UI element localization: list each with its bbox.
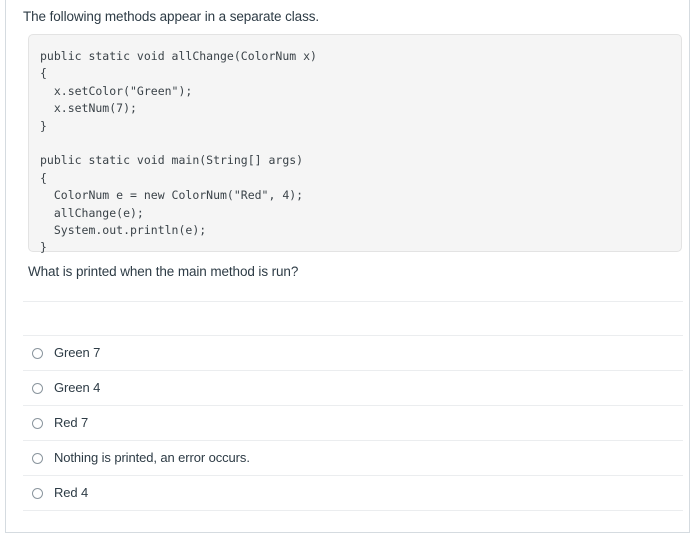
- answer-option-label: Nothing is printed, an error occurs.: [54, 450, 250, 465]
- answer-option-4[interactable]: Red 4: [23, 475, 683, 510]
- radio-button-icon[interactable]: [32, 382, 43, 394]
- quiz-question-container: The following methods appear in a separa…: [5, 0, 690, 533]
- answer-options-list: Green 7 Green 4 Red 7 Nothing is printed…: [23, 301, 683, 511]
- radio-button-icon[interactable]: [32, 347, 43, 359]
- code-block: public static void allChange(ColorNum x)…: [28, 34, 682, 254]
- radio-button-icon[interactable]: [32, 417, 43, 429]
- answer-option-2[interactable]: Red 7: [23, 405, 683, 440]
- answer-option-label: Green 4: [54, 380, 101, 395]
- radio-button-icon[interactable]: [32, 487, 43, 499]
- answer-option-label: Red 4: [54, 485, 89, 500]
- code-snippet: public static void allChange(ColorNum x)…: [40, 49, 317, 255]
- question-prompt-text: What is printed when the main method is …: [28, 264, 299, 279]
- answer-option-0[interactable]: Green 7: [23, 335, 683, 370]
- answer-option-1[interactable]: Green 4: [23, 370, 683, 405]
- answer-list-bottom-divider: [23, 510, 683, 511]
- answer-option-label: Green 7: [54, 345, 101, 360]
- answer-option-3[interactable]: Nothing is printed, an error occurs.: [23, 440, 683, 475]
- answer-list-spacer: [23, 301, 683, 335]
- question-intro-text: The following methods appear in a separa…: [23, 9, 320, 24]
- radio-button-icon[interactable]: [32, 452, 43, 464]
- answer-option-label: Red 7: [54, 415, 89, 430]
